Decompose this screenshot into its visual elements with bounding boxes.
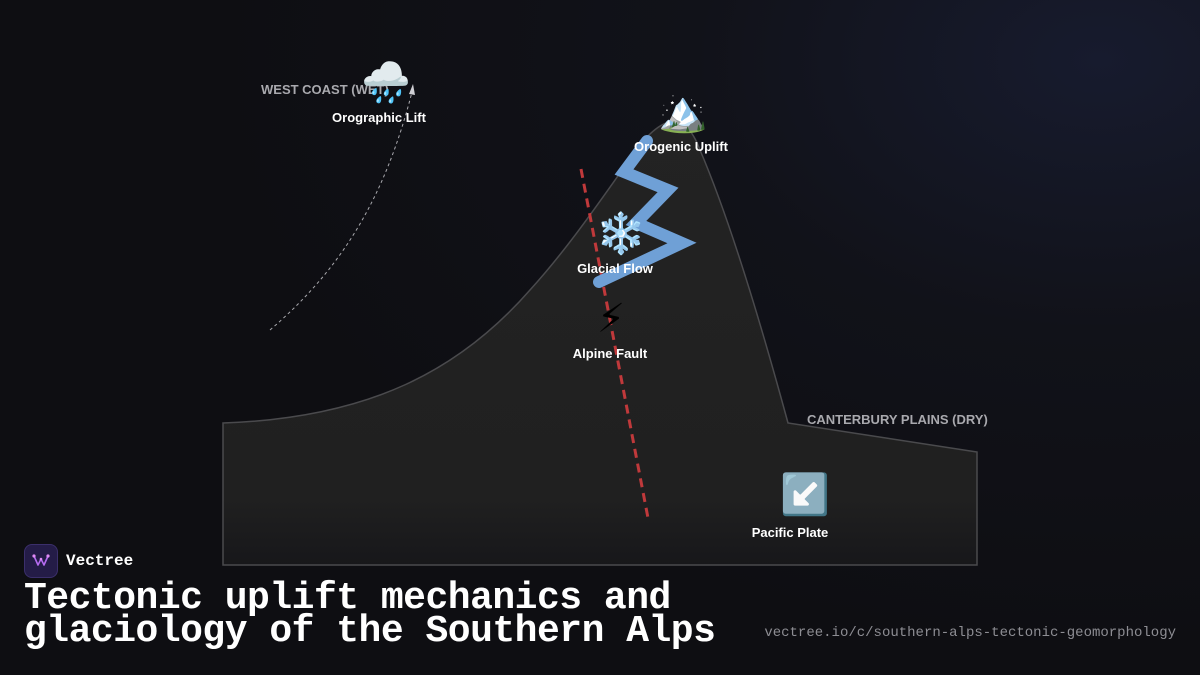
source-url: vectree.io/c/southern-alps-tectonic-geom… xyxy=(764,625,1176,641)
mountain-terrain xyxy=(222,120,978,566)
alpine-fault-label: Alpine Fault xyxy=(573,346,648,361)
orographic-lift-label: Orographic Lift xyxy=(332,110,427,125)
glacial-flow-path xyxy=(593,135,697,288)
pacific-plate-label: Pacific Plate xyxy=(752,525,829,540)
glacial-flow-label: Glacial Flow xyxy=(577,261,654,276)
snowflake-icon: ❄️ xyxy=(596,210,646,257)
cloud-rain-icon: 🌧️ xyxy=(361,58,411,106)
west-coast-label: WEST COAST (WET) xyxy=(261,82,389,97)
snow-mountain-icon: 🏔️ xyxy=(658,89,708,135)
page-title: Tectonic uplift mechanics and glaciology… xyxy=(24,577,716,653)
orogenic-uplift-label: Orogenic Uplift xyxy=(634,139,729,154)
brand: Vectree xyxy=(24,544,133,578)
air-flow-path xyxy=(269,87,414,331)
lightning-icon: ⚡ xyxy=(597,296,625,342)
arrow-down-left-icon: ↙️ xyxy=(780,471,830,518)
air-flow-arrowhead xyxy=(409,84,415,95)
brand-name: Vectree xyxy=(66,552,134,570)
vectree-logo-icon xyxy=(24,544,58,578)
canterbury-plains-label: CANTERBURY PLAINS (DRY) xyxy=(807,412,988,427)
